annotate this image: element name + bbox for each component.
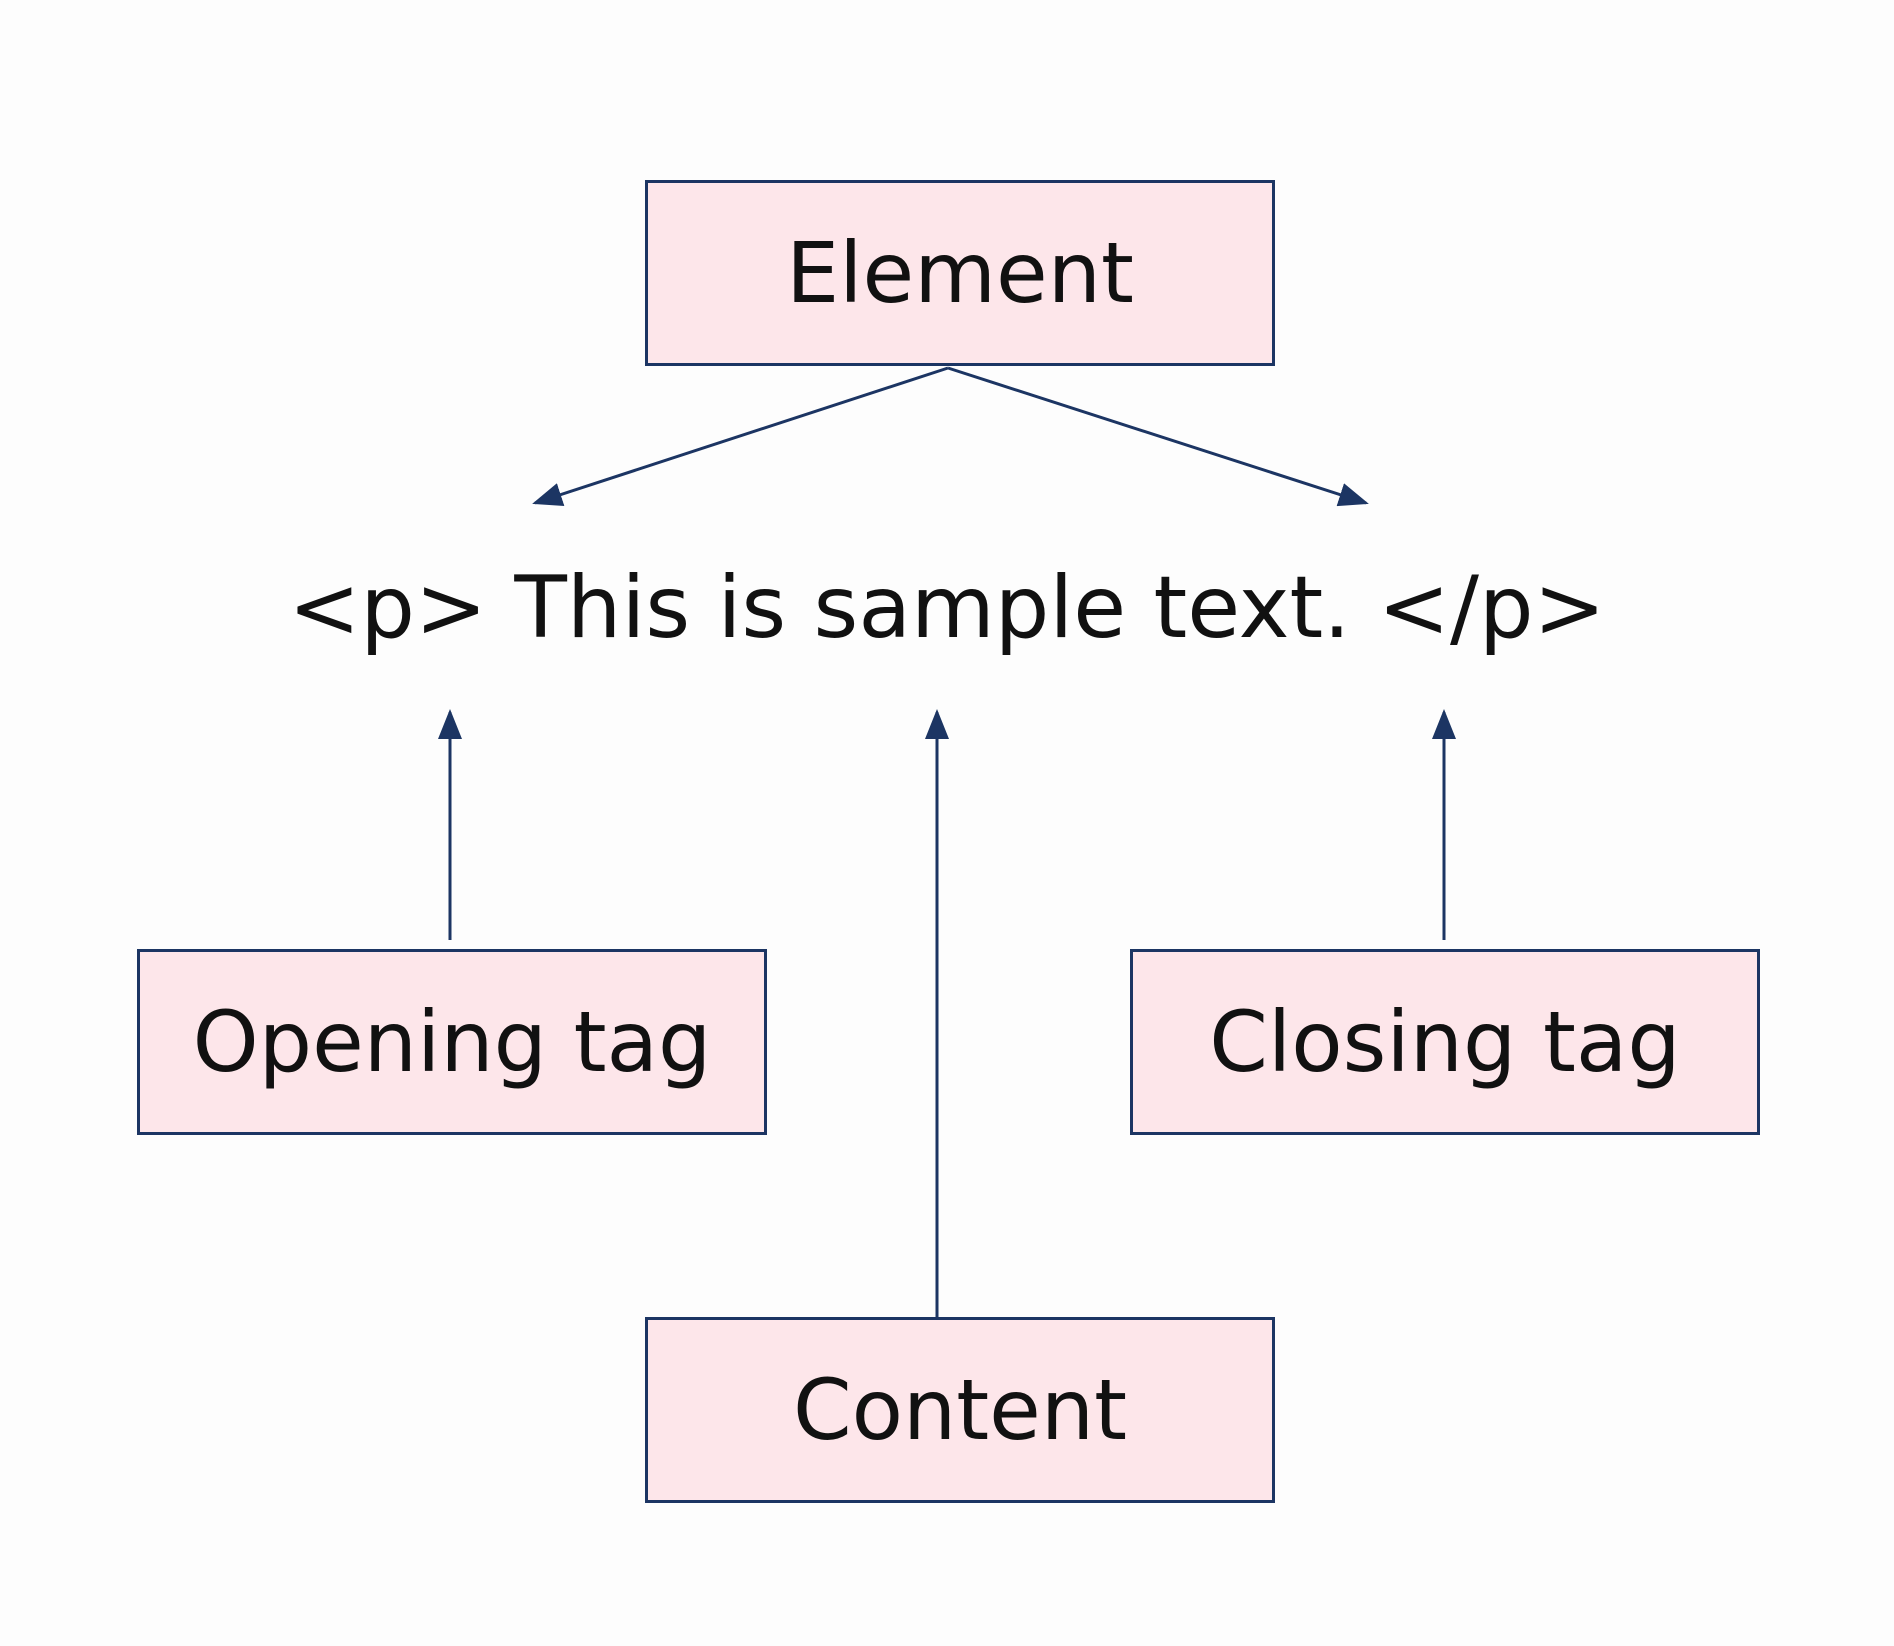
element-box: Element xyxy=(645,180,1275,366)
arrow-element-to-opening-tag xyxy=(532,366,949,507)
closing-tag-box: Closing tag xyxy=(1130,949,1760,1135)
opening-tag-box: Opening tag xyxy=(137,949,767,1135)
opening-tag-label: Opening tag xyxy=(192,993,712,1091)
sample-code-text: <p> This is sample text. </p> xyxy=(288,558,1606,658)
arrow-element-to-closing-tag xyxy=(947,366,1369,507)
closing-tag-label: Closing tag xyxy=(1209,993,1681,1091)
content-box: Content xyxy=(645,1317,1275,1503)
content-label: Content xyxy=(792,1361,1128,1459)
element-label: Element xyxy=(786,224,1134,322)
